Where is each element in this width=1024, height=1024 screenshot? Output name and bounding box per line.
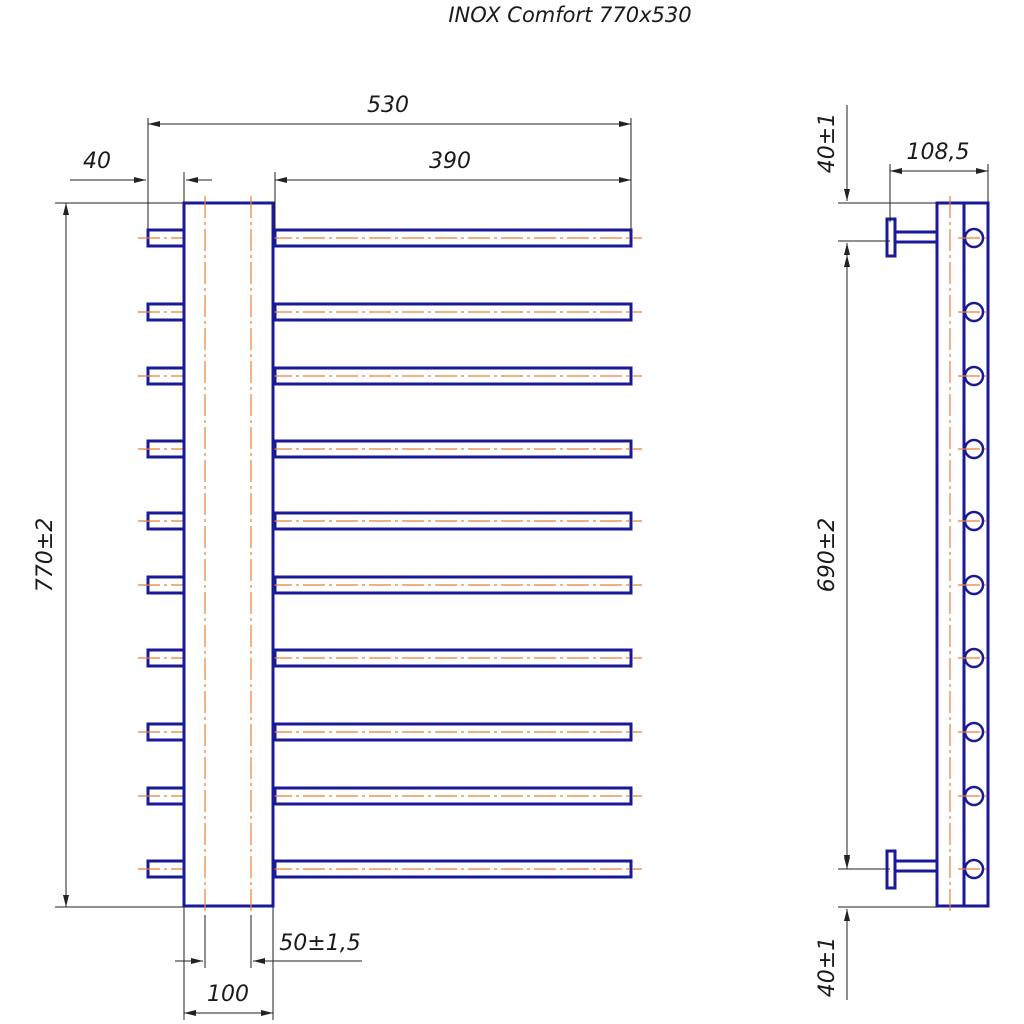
dim-axis-offset: 50±1,5	[175, 915, 362, 968]
dim-offset-left: 40	[70, 149, 212, 203]
dim-bar-length-label: 390	[429, 149, 471, 174]
dim-top-offset-label: 40±1	[815, 113, 840, 173]
dim-collector-width: 100	[183, 907, 274, 1020]
drawing-title: INOX Comfort 770x530	[448, 3, 691, 27]
dim-collector-width-label: 100	[207, 982, 249, 1007]
crossbar-group	[138, 228, 642, 879]
side-view: 108,5 40±1 690±2 40±1	[815, 105, 990, 1000]
crossbar	[138, 366, 642, 386]
dim-overall-width-label: 530	[367, 93, 409, 118]
wall-bracket-bottom	[885, 849, 939, 890]
dim-axis-offset-label: 50±1,5	[279, 931, 360, 956]
crossbar	[138, 859, 642, 879]
dim-overall-height-label: 770±2	[33, 518, 58, 592]
dim-overall-width: 530	[147, 93, 632, 230]
dim-overall-height: 770±2	[33, 202, 184, 908]
dim-bottom-offset-label: 40±1	[815, 937, 840, 997]
dim-mount-spacing: 690±2	[815, 255, 890, 870]
dim-depth-label: 108,5	[907, 140, 970, 165]
dim-mount-spacing-label: 690±2	[815, 518, 840, 592]
front-view: 530 40 390 770±2 100	[33, 93, 642, 1020]
collector-body	[182, 201, 275, 908]
wall-bracket-top	[885, 217, 939, 258]
dim-offset-left-label: 40	[83, 149, 111, 174]
dim-depth: 108,5	[889, 140, 989, 222]
dim-bottom-offset: 40±1	[815, 855, 937, 1000]
crossbar	[138, 722, 642, 742]
dim-top-offset: 40±1	[815, 105, 937, 255]
tube-section-group	[958, 227, 990, 880]
dim-bar-length: 390	[274, 149, 631, 230]
crossbar	[138, 648, 642, 668]
